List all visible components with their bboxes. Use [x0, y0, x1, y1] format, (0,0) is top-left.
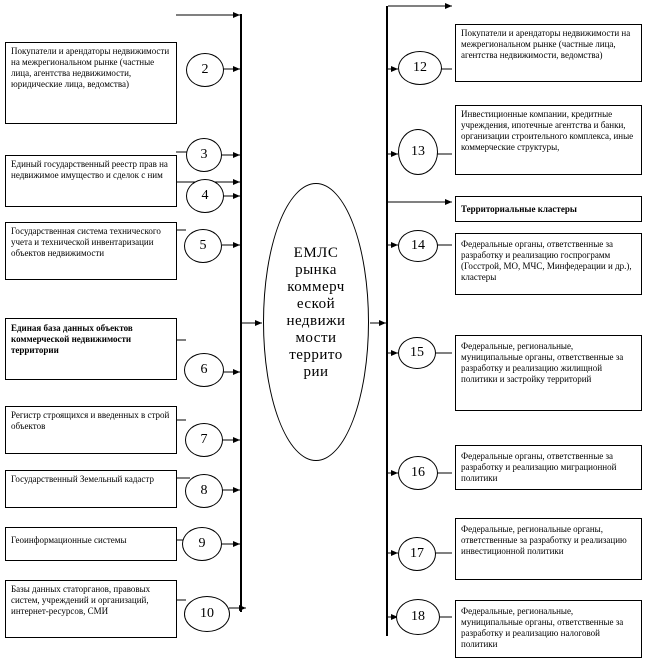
left-node-10: 10 — [184, 596, 230, 632]
left-node-6-label: 6 — [200, 362, 208, 377]
right-box-14-text: Федеральные органы, ответственные за раз… — [461, 239, 632, 282]
left-box-10-text: Базы данных статорганов, правовых систем… — [11, 584, 151, 616]
center-line-5: недвижи — [286, 313, 346, 329]
center-line-2: рынка — [295, 262, 337, 278]
left-box-10: Базы данных статорганов, правовых систем… — [5, 580, 177, 638]
right-node-13-label: 13 — [411, 144, 425, 159]
center-line-6: мости — [295, 330, 337, 346]
right-node-15-label: 15 — [410, 345, 424, 360]
left-node-8: 8 — [185, 474, 223, 508]
left-box-4: Единый государственный реестр прав на не… — [5, 155, 177, 207]
left-node-5: 5 — [184, 229, 222, 263]
right-box-13: Инвестиционные компании, кредитные учреж… — [455, 105, 642, 175]
right-node-15: 15 — [398, 337, 436, 369]
left-box-7: Регистр строящихся и введенных в строй о… — [5, 406, 177, 454]
right-node-12-label: 12 — [413, 60, 427, 75]
right-node-16-label: 16 — [411, 465, 425, 480]
left-node-4-label: 4 — [201, 188, 209, 203]
right-node-17-label: 17 — [410, 546, 424, 561]
left-node-9: 9 — [182, 527, 222, 561]
right-box-14: Федеральные органы, ответственные за раз… — [455, 233, 642, 295]
left-node-5-label: 5 — [199, 238, 207, 253]
left-node-7-label: 7 — [200, 432, 208, 447]
left-box-9: Геоинформационные системы — [5, 527, 177, 561]
center-ellipse — [263, 183, 369, 461]
right-node-14: 14 — [398, 230, 438, 262]
left-node-4: 4 — [186, 179, 224, 213]
center-line-4: еской — [296, 296, 336, 312]
right-node-18: 18 — [396, 599, 440, 635]
left-node-2: 2 — [186, 53, 224, 87]
right-node-14-label: 14 — [411, 238, 425, 253]
left-node-8-label: 8 — [200, 483, 208, 498]
left-node-10-label: 10 — [200, 606, 214, 621]
left-box-2-text: Покупатели и арендаторы недвижимости на … — [11, 46, 170, 89]
right-box-15: Федеральные, региональные, муниципальные… — [455, 335, 642, 411]
center-line-8: рии — [303, 364, 329, 380]
right-box-18: Федеральные, региональные, муниципальные… — [455, 600, 642, 658]
right-node-17: 17 — [398, 537, 436, 571]
left-box-5-text: Государственная система технического уче… — [11, 226, 161, 258]
right-box-16: Федеральные органы, ответственные за раз… — [455, 445, 642, 490]
left-box-5: Государственная система технического уче… — [5, 222, 177, 280]
right-box-clusters: Территориальные кластеры — [455, 196, 642, 222]
right-node-18-label: 18 — [411, 609, 425, 624]
right-box-15-text: Федеральные, региональные, муниципальные… — [461, 341, 624, 384]
left-node-7: 7 — [185, 423, 223, 457]
left-box-8-text: Государственный Земельный кадастр — [11, 474, 154, 484]
left-box-8: Государственный Земельный кадастр — [5, 470, 177, 508]
right-box-16-text: Федеральные органы, ответственные за раз… — [461, 451, 617, 483]
center-label: ЕМЛС рынка коммерч еской недвижи мости т… — [270, 245, 362, 381]
center-line-1: ЕМЛС — [293, 245, 339, 261]
right-box-17-text: Федеральные, региональные органы, ответс… — [461, 524, 627, 556]
right-box-12-text: Покупатели и арендаторы недвижимости на … — [461, 28, 631, 60]
right-box-17: Федеральные, региональные органы, ответс… — [455, 518, 642, 580]
right-box-12: Покупатели и арендаторы недвижимости на … — [455, 24, 642, 82]
left-node-6: 6 — [184, 353, 224, 387]
right-node-16: 16 — [398, 456, 438, 490]
left-box-9-text: Геоинформационные системы — [11, 535, 127, 545]
right-node-13: 13 — [398, 129, 438, 175]
left-box-6: Единая база данных объектов коммерческой… — [5, 318, 177, 380]
left-node-3: 3 — [186, 138, 222, 172]
left-box-4-text: Единый государственный реестр прав на не… — [11, 159, 168, 180]
left-node-2-label: 2 — [201, 62, 209, 77]
right-node-12: 12 — [398, 51, 442, 85]
right-box-13-text: Инвестиционные компании, кредитные учреж… — [461, 109, 634, 152]
center-line-3: коммерч — [287, 279, 345, 295]
left-box-2: Покупатели и арендаторы недвижимости на … — [5, 42, 177, 124]
left-node-9-label: 9 — [198, 536, 206, 551]
right-box-18-text: Федеральные, региональные, муниципальные… — [461, 606, 624, 649]
center-line-7: террито — [289, 347, 343, 363]
left-box-6-text: Единая база данных объектов коммерческой… — [11, 323, 133, 355]
left-box-7-text: Регистр строящихся и введенных в строй о… — [11, 410, 170, 431]
left-node-3-label: 3 — [200, 147, 208, 162]
right-box-clusters-text: Территориальные кластеры — [461, 204, 577, 214]
